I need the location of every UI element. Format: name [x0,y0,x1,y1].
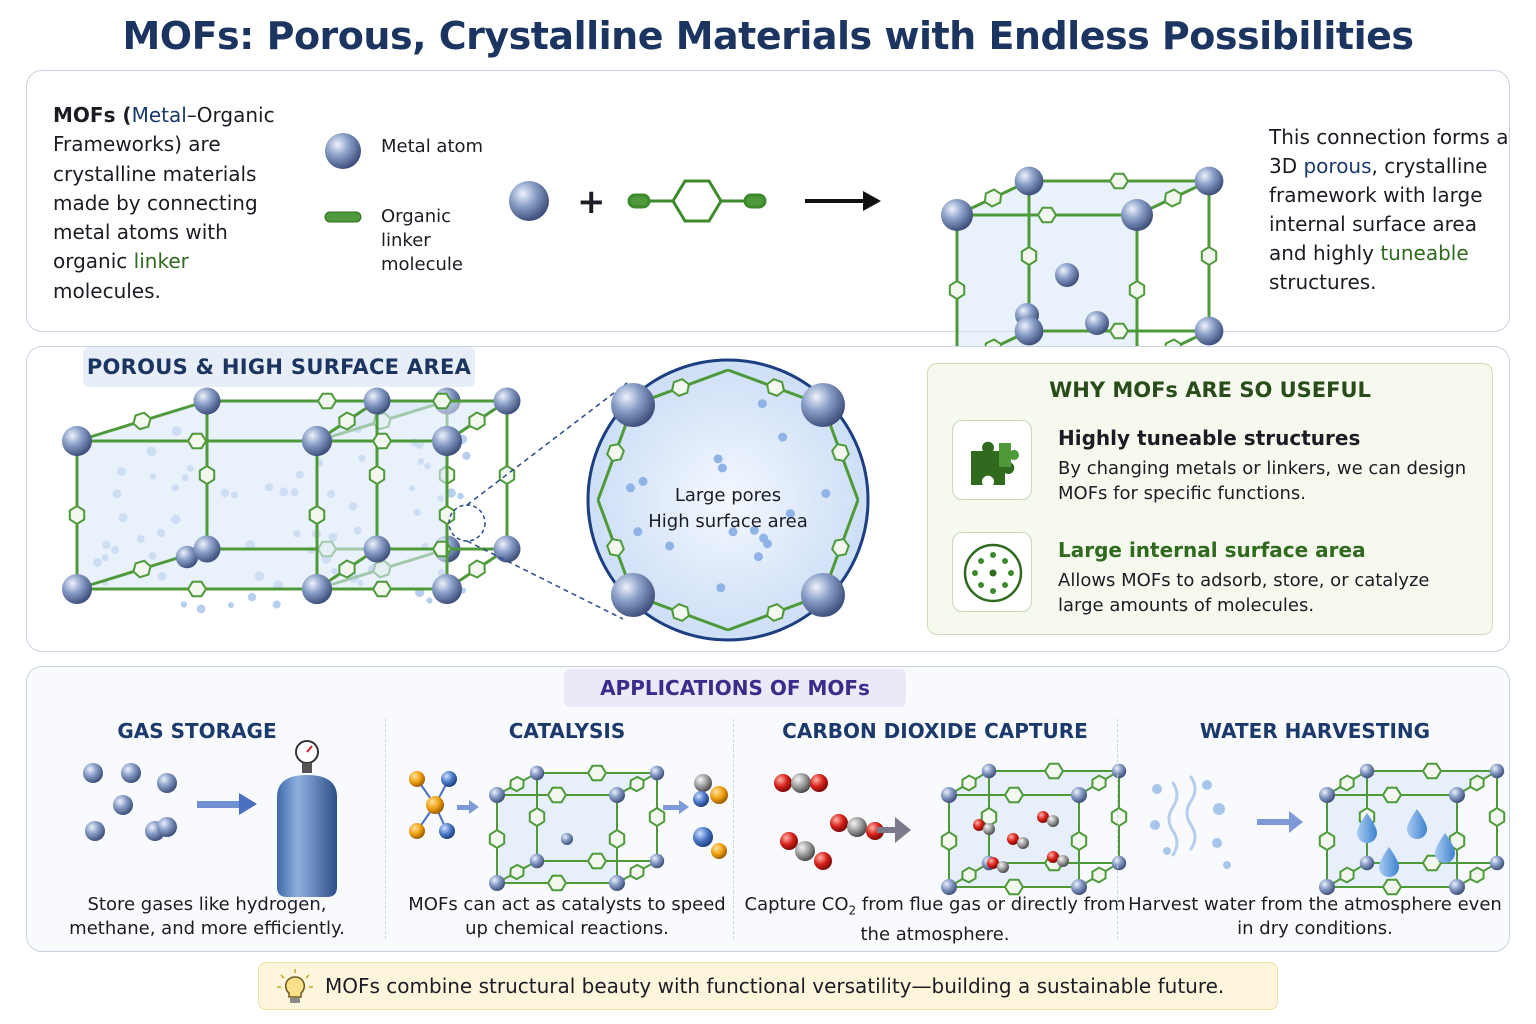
app-heading: WATER HARVESTING [1127,719,1503,743]
app-desc: Harvest water from the atmosphere even i… [1127,893,1503,941]
app-gas-storage: GAS STORAGE Store gases lik [47,707,367,947]
app-catalysis: CATALYSIS MOFs can act as catalysts [397,707,737,947]
useful-item-heading: Large internal surface area [1058,538,1366,562]
plus-sign: + [577,182,606,222]
app-water-harvesting: WATER HARVESTING Harvest water from the … [1127,707,1503,947]
legend-metal-label: Metal atom [381,135,501,159]
pore-label-line1: Large pores [623,483,833,509]
arrow-right-icon [457,800,479,814]
lightbulb-icon [275,967,315,1007]
footer-text: MOFs combine structural beauty with func… [325,963,1224,1009]
catalysis-illustration [397,747,737,897]
organic-linker-icon [325,209,365,229]
app-separator [1117,719,1118,939]
app-desc-part: Capture CO [745,894,849,915]
why-useful-box: WHY MOFs ARE SO USEFUL Highly tuneable s… [927,363,1493,635]
reactant-molecule-icon [409,771,457,839]
assembly-equation: + [505,161,885,241]
intro-text-linker: linker [134,249,189,273]
co2-molecule-icon [774,773,828,793]
app-desc: Capture CO2 from flue gas or directly fr… [743,893,1127,947]
useful-item-heading: Highly tuneable structures [1058,426,1360,450]
app-desc: MOFs can act as catalysts to speed up ch… [397,893,737,941]
porous-section-title: POROUS & HIGH SURFACE AREA [83,347,475,387]
app-desc: Store gases like hydrogen, methane, and … [47,893,367,941]
connection-text-tuneable: tuneable [1380,241,1468,265]
app-co2-capture: CARBON DIOXIDE CAPTURE Capture CO2 from … [743,707,1127,947]
connection-text-part: structures. [1269,270,1377,294]
pore-label-line2: High surface area [623,509,833,535]
gas-storage-illustration [57,737,357,887]
organic-linker-icon [629,181,765,221]
legend-linker-label: Organic linker molecule [381,205,501,277]
product-molecule-icon [693,774,728,859]
pore-label: Large pores High surface area [623,483,833,535]
intro-text-part: molecules. [53,279,161,303]
metal-atom-icon [509,181,549,221]
app-separator [385,719,386,939]
intro-text-metal: Metal [132,103,187,127]
useful-item-desc: By changing metals or linkers, we can de… [1058,456,1478,506]
arrow-right-icon [877,817,911,843]
metal-atom-icon [323,131,363,171]
puzzle-icon [952,420,1032,500]
app-separator [733,719,734,939]
applications-section-title: APPLICATIONS OF MOFs [564,669,906,707]
connection-text: This connection forms a 3D porous, cryst… [1269,123,1509,297]
gas-tank-icon [277,741,337,897]
co2-molecule-icon [780,832,832,870]
intro-text-part: MOFs ( [53,103,132,127]
intro-text: MOFs (Metal–Organic Frameworks) are crys… [53,101,293,306]
arrow-right-icon [805,191,881,211]
app-heading: CATALYSIS [397,719,737,743]
arrow-right-icon [663,800,689,814]
connection-text-porous: porous [1303,154,1371,178]
arrow-right-icon [197,793,257,815]
pores-icon [952,532,1032,612]
app-heading: CARBON DIOXIDE CAPTURE [743,719,1127,743]
co2-molecule-icon [830,814,884,840]
water-vapor-icon [1169,777,1195,855]
gas-molecules-icon [83,763,177,841]
mof-lattice [57,399,497,629]
arrow-right-icon [1257,811,1303,833]
intro-text-part: –Organic Frameworks) are crystalline mat… [53,103,275,273]
app-desc-part: from flue gas or directly from the atmos… [856,894,1125,945]
useful-item-desc: Allows MOFs to adsorb, store, or catalyz… [1058,568,1478,618]
intro-panel: MOFs (Metal–Organic Frameworks) are crys… [26,70,1510,332]
water-harvesting-illustration [1127,747,1503,897]
page-title: MOFs: Porous, Crystalline Materials with… [0,14,1536,58]
mof-framework-cube [907,85,1247,325]
porous-panel: POROUS & HIGH SURFACE AREA Large pores H… [26,346,1510,652]
co2-capture-illustration [743,747,1127,897]
why-useful-title: WHY MOFs ARE SO USEFUL [928,378,1492,402]
footer-banner: MOFs combine structural beauty with func… [258,962,1278,1010]
applications-panel: APPLICATIONS OF MOFs GAS STORAGE [26,666,1510,952]
